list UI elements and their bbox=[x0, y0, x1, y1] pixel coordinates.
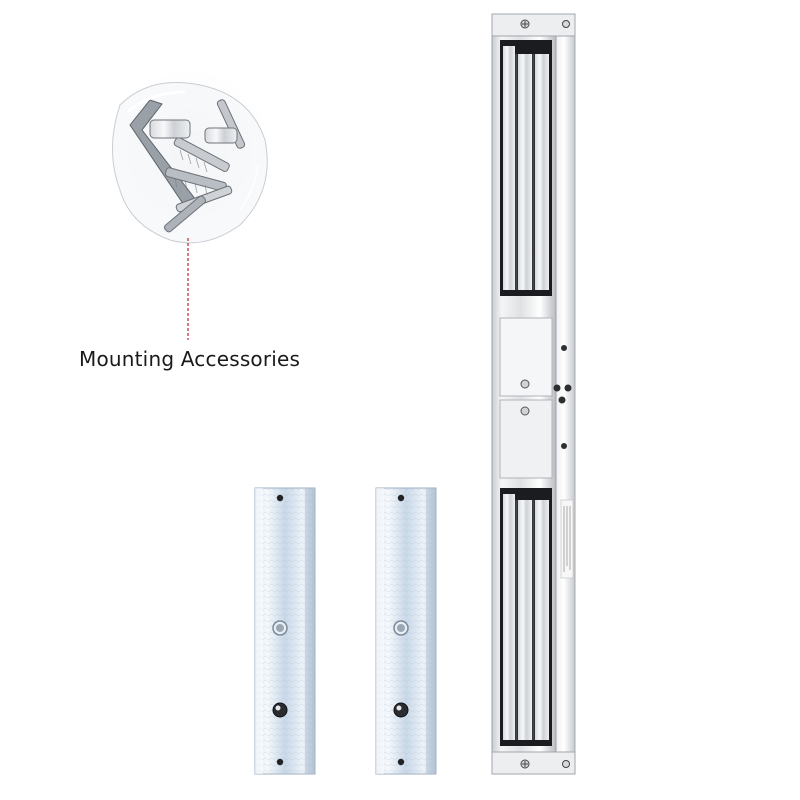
plate-hole-top-icon bbox=[276, 494, 284, 502]
accessories-bag bbox=[108, 72, 272, 248]
mounting-accessories-label: Mounting Accessories bbox=[79, 347, 301, 371]
plate-hole-bottom-icon bbox=[397, 758, 405, 766]
screw-icon bbox=[562, 20, 570, 28]
screw-icon bbox=[520, 406, 530, 416]
screw-icon bbox=[520, 379, 530, 389]
plate-hole-bottom-icon bbox=[276, 758, 284, 766]
magnetic-lock-body bbox=[491, 13, 576, 775]
armature-plate-left bbox=[254, 487, 316, 775]
plate-bolt-icon bbox=[393, 702, 409, 718]
plate-hole-top-icon bbox=[397, 494, 405, 502]
armature-plate-right bbox=[375, 487, 437, 775]
lower-magnet bbox=[500, 488, 552, 746]
upper-magnet bbox=[500, 40, 552, 296]
screw-icon bbox=[562, 760, 570, 768]
plate-bolt-icon bbox=[272, 702, 288, 718]
